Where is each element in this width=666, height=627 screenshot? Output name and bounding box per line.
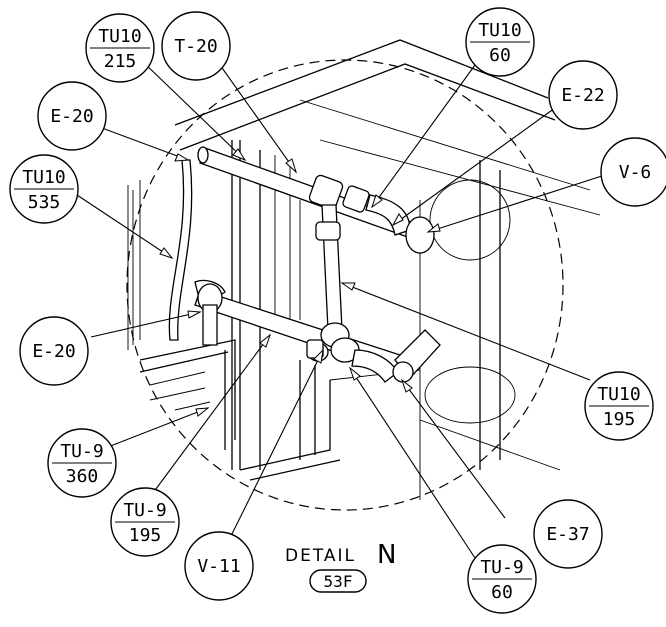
callout-tu10-60: TU10 60 — [465, 7, 535, 77]
callout-tu10-215: TU10 215 — [85, 13, 155, 83]
callout-tu9-60: TU-9 60 — [467, 544, 537, 614]
callout-e20-top-label: E-20 — [50, 106, 93, 127]
callout-v6: V-6 — [600, 137, 666, 207]
callout-t20-label: T-20 — [174, 36, 217, 57]
callout-tu9-60-top: TU-9 — [480, 557, 523, 578]
callout-t20: T-20 — [161, 11, 231, 81]
callout-e22: E-22 — [548, 60, 618, 130]
callout-tu10-195-top: TU10 — [597, 384, 640, 405]
sheet-ref-text: 53F — [324, 572, 353, 591]
callout-e20-left-label: E-20 — [32, 341, 75, 362]
callout-tu9-60-bottom: 60 — [491, 582, 513, 603]
sheet-ref-oval — [309, 569, 367, 593]
callout-tu10-535-bottom: 535 — [28, 192, 61, 213]
detail-title: DETAIL N 53F — [285, 540, 396, 593]
callout-e22-label: E-22 — [561, 85, 604, 106]
callout-e20-left: E-20 — [19, 316, 89, 386]
leader-lines — [76, 59, 606, 559]
callout-e20-top: E-20 — [37, 81, 107, 151]
callout-tu9-360-top: TU-9 — [60, 441, 103, 462]
callout-tu9-360: TU-9 360 — [47, 428, 117, 498]
detail-boundary-circle — [126, 59, 564, 511]
callout-tu10-535: TU10 535 — [9, 154, 79, 224]
callout-tu10-60-top: TU10 — [478, 20, 521, 41]
callout-tu10-195-bottom: 195 — [603, 409, 636, 430]
callout-e37-label: E-37 — [546, 524, 589, 545]
callout-tu9-195: TU-9 195 — [110, 487, 180, 557]
callout-tu10-195: TU10 195 — [584, 371, 654, 441]
callout-v6-label: V-6 — [619, 162, 652, 183]
callout-e37: E-37 — [533, 499, 603, 569]
detail-title-text: DETAIL — [285, 546, 356, 566]
callout-tu10-60-bottom: 60 — [489, 45, 511, 66]
callout-v11: V-11 — [184, 531, 254, 601]
callout-tu10-215-bottom: 215 — [104, 51, 137, 72]
callout-tu9-195-top: TU-9 — [123, 500, 166, 521]
callout-tu10-535-top: TU10 — [22, 167, 65, 188]
callout-tu9-195-bottom: 195 — [129, 525, 162, 546]
callout-tu10-215-top: TU10 — [98, 26, 141, 47]
callout-tu9-360-bottom: 360 — [66, 466, 99, 487]
pipework — [194, 146, 441, 383]
detail-letter: N — [377, 540, 396, 570]
callout-v11-label: V-11 — [197, 556, 240, 577]
